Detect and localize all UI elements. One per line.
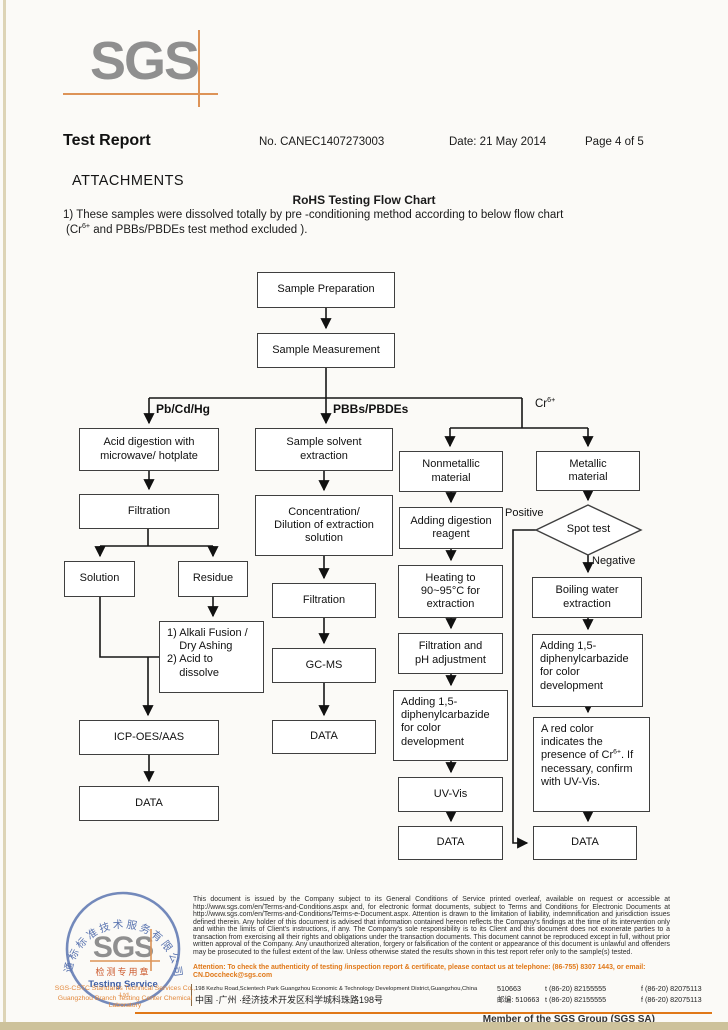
sgs-logo: SGS	[90, 31, 200, 91]
logo-horizontal-line	[63, 93, 218, 95]
stamp-cn-label: 检测专用章	[95, 966, 150, 977]
flow-node-solution: Solution	[64, 561, 135, 597]
red-color-text: A red color indicates the presence of Cr	[541, 723, 614, 762]
note-line-1: 1) These samples were dissolved totally …	[63, 209, 564, 221]
flow-node-spot-test: Spot test	[566, 523, 611, 535]
flow-node-filtration-ph-adjustment: Filtration and pH adjustment	[398, 633, 503, 674]
legal-text: This document is issued by the Company s…	[193, 896, 670, 956]
member-line: Member of the SGS Group (SGS SA)	[482, 1014, 655, 1025]
testing-service-stamp: 通标标准技术服务有限公司 SGS 检测专用章 Testing Service	[62, 891, 182, 1007]
flow-node-adding-dpc-nonmetallic: Adding 1,5- diphenylcarbazide for color …	[393, 690, 508, 761]
branch-label-cr6: Cr6+	[535, 396, 556, 410]
address-en: 198 Kezhu Road,Scientech Park Guangzhou …	[195, 985, 478, 992]
edge-label-positive: Positive	[505, 507, 544, 519]
flow-node-nonmetallic-material: Nonmetallic material	[399, 451, 503, 492]
postcode-cn: 邮编: 510663	[497, 994, 540, 1004]
fax-cn-row: f (86-20) 82075113	[641, 995, 702, 1004]
flow-node-heating-extraction: Heating to 90~95°C for extraction	[398, 565, 503, 618]
stamp-circle	[65, 891, 181, 1007]
footer-orange-rule	[135, 1012, 712, 1014]
attention-text: Attention: To check the authenticity of …	[193, 964, 646, 979]
stamp-sgs-text: SGS	[93, 931, 153, 964]
flow-node-data-left: DATA	[79, 786, 219, 821]
attachments-heading: ATTACHMENTS	[72, 173, 185, 189]
stamp-en-label: Testing Service	[88, 979, 158, 990]
branch-label-pbbs-pbdes: PBBs/PBDEs	[333, 402, 409, 416]
stamp-company-line2: Guangzhou Branch Testing Center Chemical…	[57, 995, 193, 1009]
postcode-en: 510663	[497, 984, 521, 993]
flow-node-sample-measurement: Sample Measurement	[257, 333, 395, 368]
flow-node-residue: Residue	[178, 561, 248, 597]
flow-node-alkali-fusion: 1) Alkali Fusion / Dry Ashing 2) Acid to…	[159, 621, 264, 693]
flow-node-gcms: GC-MS	[272, 648, 376, 683]
flow-node-filtration-left: Filtration	[79, 494, 219, 529]
scan-edge-bottom	[0, 1022, 728, 1030]
stamp-company-line1: SGS-CSTC Standards Technical Services Co…	[54, 985, 196, 999]
telephone-cn-row: t (86-20) 82155555	[545, 995, 607, 1004]
flow-node-concentration-dilution: Concentration/ Dilution of extraction so…	[255, 495, 393, 556]
address-row-en: 198 Kezhu Road,Scientech Park Guangzhou …	[195, 984, 702, 993]
note-line-2-text-end: and PBBs/PBDEs test method excluded ).	[90, 224, 308, 236]
flow-node-data-mid: DATA	[272, 720, 376, 754]
report-date: Date: 21 May 2014	[449, 136, 547, 148]
page-indicator: Page 4 of 5	[585, 136, 644, 148]
page-title: Test Report	[63, 132, 151, 149]
fax: f (86-20) 82075113	[641, 984, 702, 993]
telephone: t (86-20) 82155555	[545, 984, 607, 993]
note-line-2: (Cr6+ and PBBs/PBDEs test method exclude…	[66, 222, 308, 236]
red-color-text-end: . If necessary, confirm with UV-Vis.	[541, 749, 634, 788]
flow-node-acid-digestion: Acid digestion with microwave/ hotplate	[79, 428, 219, 471]
flow-node-icp-oes-aas: ICP-OES/AAS	[79, 720, 219, 755]
scan-edge-left	[3, 0, 6, 1022]
flow-node-data-nonmetallic: DATA	[398, 826, 503, 860]
address-row-cn: 中国 ·广州 ·经济技术开发区科学城科珠路198号 邮编: 510663 t (…	[195, 993, 702, 1006]
note-superscript: 6+	[81, 222, 91, 231]
note-line-2-text: (Cr	[66, 224, 82, 236]
cr6-text: Cr	[535, 398, 548, 410]
flow-node-red-color-result: A red color indicates the presence of Cr…	[533, 717, 650, 812]
spot-test-diamond	[534, 504, 643, 556]
address-block: 198 Kezhu Road,Scientech Park Guangzhou …	[191, 984, 702, 1006]
flow-node-sample-solvent-extraction: Sample solvent extraction	[255, 428, 393, 471]
red-color-superscript: 6+	[613, 748, 621, 756]
cr6-superscript: 6+	[547, 396, 556, 405]
branch-label-pb-cd-hg: Pb/Cd/Hg	[156, 402, 210, 416]
edge-label-negative: Negative	[592, 555, 636, 567]
flow-node-adding-digestion-reagent: Adding digestion reagent	[399, 507, 503, 549]
flow-chart-title: RoHS Testing Flow Chart	[292, 193, 436, 207]
flow-node-filtration-mid: Filtration	[272, 583, 376, 618]
address-cn: 中国 ·广州 ·经济技术开发区科学城科珠路198号	[195, 995, 384, 1005]
logo-vertical-line	[198, 30, 200, 107]
report-number: No. CANEC1407273003	[259, 136, 385, 148]
flow-node-metallic-material: Metallic material	[536, 451, 640, 491]
flow-node-uv-vis: UV-Vis	[398, 777, 503, 812]
flow-node-adding-dpc-metallic: Adding 1,5- diphenylcarbazide for color …	[532, 634, 643, 707]
flow-node-boiling-water-extraction: Boiling water extraction	[532, 577, 642, 618]
flow-node-sample-preparation: Sample Preparation	[257, 272, 395, 308]
flow-node-data-metallic: DATA	[533, 826, 637, 860]
